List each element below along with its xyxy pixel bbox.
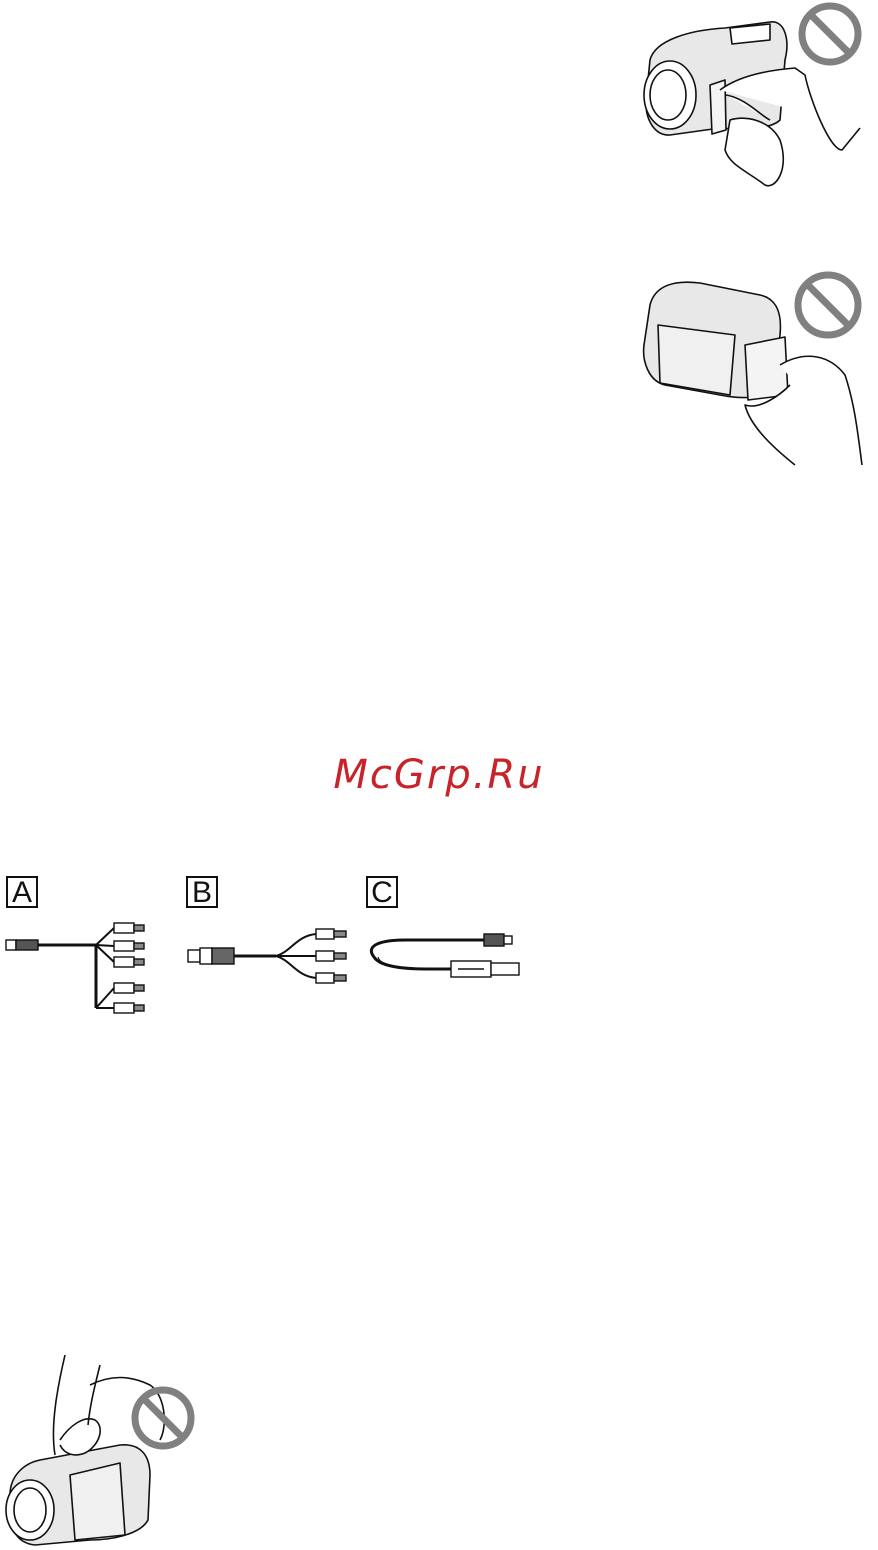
prohibited-icon xyxy=(802,6,858,62)
av-cable-icon xyxy=(186,922,356,992)
watermark: McGrp.Ru xyxy=(0,752,878,798)
prohibited-icon xyxy=(798,275,858,335)
camcorder-held-by-battery-icon xyxy=(630,265,870,475)
usb-cable-icon xyxy=(366,925,526,985)
camcorder-held-by-lcd-icon xyxy=(630,0,870,200)
av-component-cable-icon xyxy=(4,918,169,1018)
cable-c-label: C xyxy=(366,876,398,908)
camcorder-held-by-top-icon xyxy=(0,1345,200,1550)
cable-b-label: B xyxy=(186,876,218,908)
cable-a-label: A xyxy=(6,876,38,908)
